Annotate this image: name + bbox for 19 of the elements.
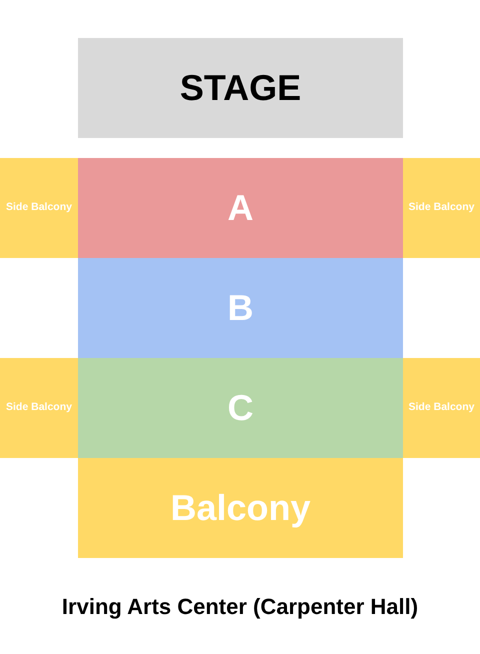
section-label: STAGE [180, 68, 302, 108]
seating-section [78, 358, 403, 458]
section-label: Side Balcony [6, 202, 72, 214]
seating-section [78, 258, 403, 358]
section-label: Side Balcony [408, 402, 474, 414]
balcony-section [78, 458, 403, 558]
section-label: B [228, 288, 254, 328]
section-label: C [228, 388, 254, 428]
stage-area [78, 38, 403, 138]
section-label: Side Balcony [6, 402, 72, 414]
side-balcony-section [0, 358, 78, 458]
section-label: Side Balcony [408, 202, 474, 214]
side-balcony-section [0, 158, 78, 258]
seating-section [78, 158, 403, 258]
section-label: A [228, 188, 254, 228]
side-balcony-section [403, 358, 480, 458]
section-label: Balcony [170, 488, 311, 528]
side-balcony-section [403, 158, 480, 258]
venue-caption: Irving Arts Center (Carpenter Hall) [60, 593, 420, 621]
